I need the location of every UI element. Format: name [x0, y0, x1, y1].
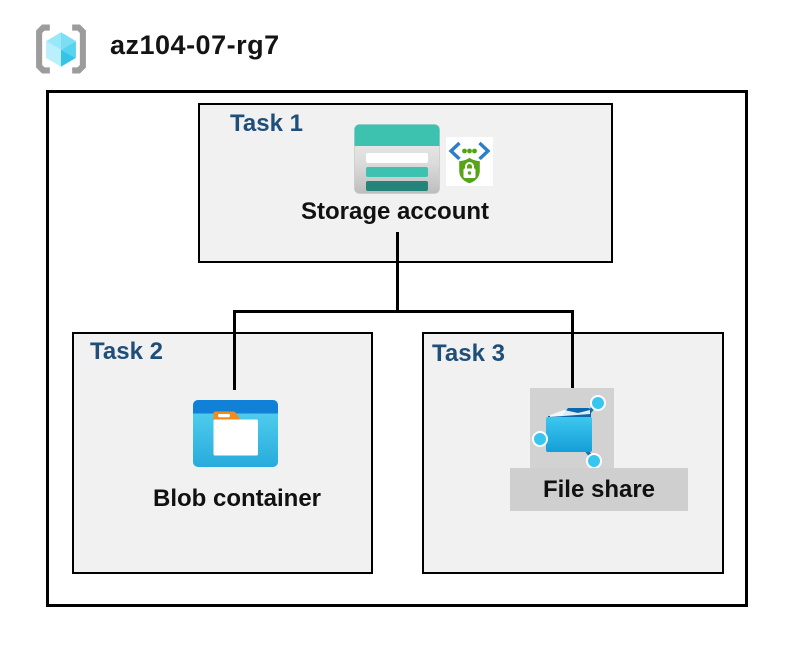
secure-access-icon — [446, 137, 493, 186]
blob-container-label: Blob container — [152, 485, 322, 512]
task1-label: Task 1 — [230, 110, 303, 137]
file-share-icon — [530, 388, 614, 469]
blob-container-icon — [193, 400, 278, 467]
connector-storage-down — [396, 232, 399, 312]
resource-group-icon — [36, 24, 86, 74]
file-share-label-box: File share — [510, 468, 688, 511]
file-share-label: File share — [542, 475, 656, 503]
task3-label: Task 3 — [432, 340, 505, 367]
storage-account-label: Storage account — [300, 198, 490, 225]
storage-account-icon — [354, 124, 440, 194]
connector-to-fileshare — [571, 310, 574, 390]
resource-group-title: az104-07-rg7 — [110, 30, 280, 60]
connector-branch-horizontal — [233, 310, 574, 313]
task2-label: Task 2 — [90, 338, 163, 365]
connector-to-blob — [233, 310, 236, 390]
